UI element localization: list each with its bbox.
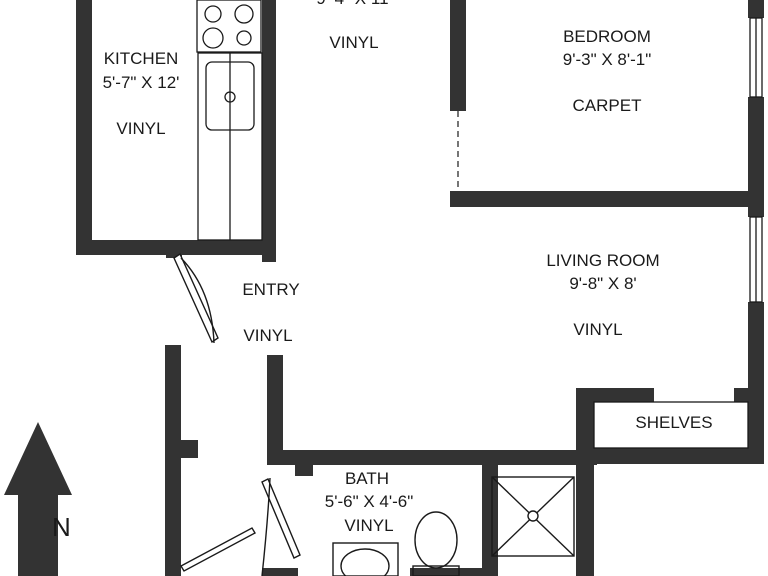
bath-wall-top: [267, 450, 597, 465]
shower-drain: [527, 510, 539, 522]
toilet-tank: [412, 565, 460, 576]
stove-burner-2: [234, 4, 254, 24]
entry-name: ENTRY: [242, 280, 300, 299]
bath-sink-basin: [340, 548, 390, 576]
living-wall-corner: [734, 388, 764, 402]
bath-wall-bottom-2: [410, 568, 482, 576]
bath-name: BATH: [344, 469, 390, 488]
bath-dims: 5'-6" X 4'-6": [324, 492, 414, 511]
shower-wall-left: [482, 450, 498, 576]
entry-wall-left: [165, 345, 181, 576]
bedroom-wall-bottom: [450, 191, 764, 207]
bath-door-leaf: [261, 478, 301, 559]
closet-door-leaf: [180, 527, 256, 572]
bedroom-wall-right-top: [748, 0, 764, 18]
top-room-floor: VINYL: [329, 33, 379, 52]
living-room-name: LIVING ROOM: [546, 251, 660, 270]
bedroom-wall-right-mid: [748, 97, 764, 217]
top-room-dims: 9'-4" X 11': [316, 0, 392, 9]
bath-wall-bottom-1: [262, 568, 298, 576]
toilet-bowl: [414, 511, 458, 569]
kitchen-sink: [205, 61, 255, 131]
doors: [173, 252, 301, 576]
stove-burner-3: [202, 27, 224, 49]
living-room-floor: VINYL: [573, 320, 623, 339]
bath-door-swing: [261, 477, 271, 576]
bath-wall-right: [576, 388, 594, 576]
kitchen-fixtures: [196, 0, 263, 241]
shower: [491, 476, 575, 557]
kitchen-dims: 5'-7" X 12': [102, 73, 180, 92]
shelves-box: [593, 401, 749, 449]
bedroom-name: BEDROOM: [563, 27, 651, 46]
bedroom-floor: CARPET: [572, 96, 642, 115]
kitchen-floor: VINYL: [116, 119, 166, 138]
walls: [76, 0, 764, 576]
north-arrow-icon: [4, 422, 72, 576]
kitchen-door-jamb: [166, 240, 182, 258]
shelves-wall-bottom: [576, 448, 764, 464]
entry-wall-stub: [178, 440, 198, 458]
living-wall-right: [748, 302, 764, 464]
bath-floor: VINYL: [344, 516, 394, 535]
entry-floor: VINYL: [243, 326, 293, 345]
entry-door-swing: [180, 257, 215, 344]
bath-wall-top-jamb: [295, 450, 313, 476]
bedroom-dims: 9'-3" X 8'-1": [562, 50, 652, 69]
stove-burner-4: [236, 30, 252, 46]
shelves-wall-top: [576, 388, 654, 402]
kitchen-wall-right: [262, 0, 276, 262]
windows: [749, 17, 763, 303]
kitchen-name: KITCHEN: [103, 49, 179, 68]
stove-burner-1: [204, 5, 222, 23]
bedroom-wall-left: [450, 0, 466, 111]
entry-wall-inner: [267, 355, 283, 465]
bath-sink: [332, 542, 399, 576]
entry-door-leaf: [173, 252, 219, 344]
kitchen-wall-left: [76, 0, 92, 255]
shelves-label: SHELVES: [635, 413, 713, 432]
living-room-dims: 9'-8" X 8': [569, 274, 637, 293]
stove: [196, 0, 262, 53]
bath-fixtures: [332, 476, 575, 576]
kitchen-sink-drain: [224, 91, 236, 103]
north-label: N: [52, 512, 71, 542]
